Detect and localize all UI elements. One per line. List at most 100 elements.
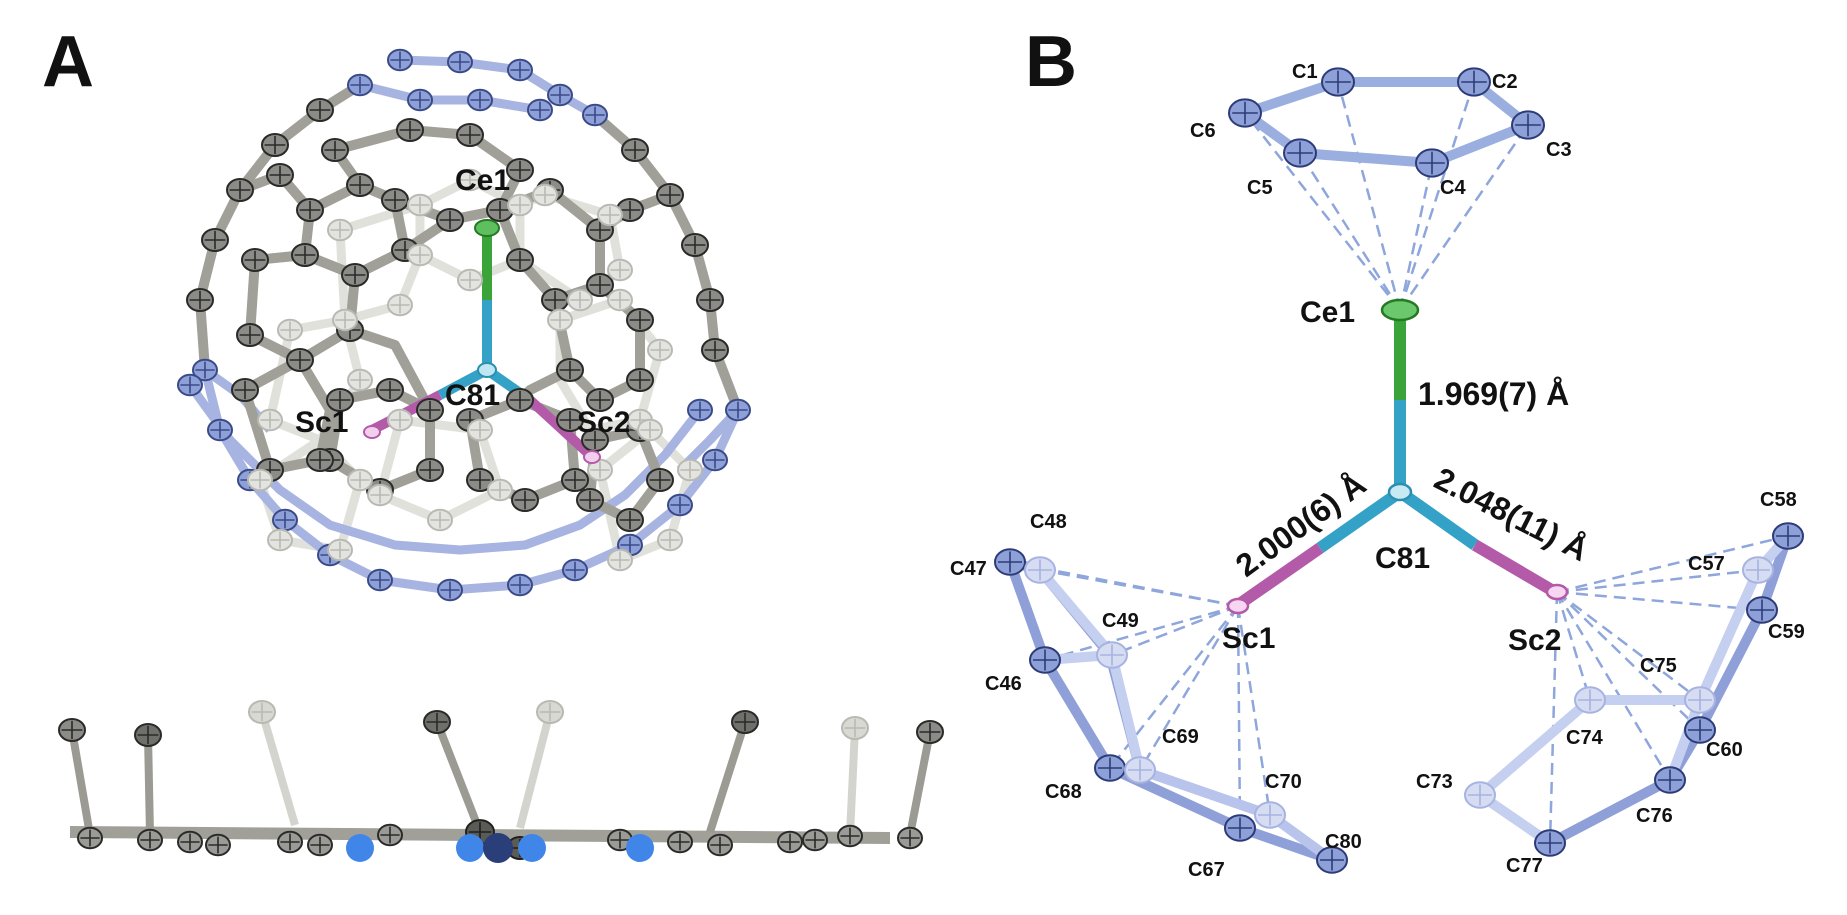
coordination-dash bbox=[1236, 605, 1272, 816]
label-c6: C6 bbox=[1190, 120, 1216, 142]
cage-atom-light bbox=[457, 268, 483, 292]
sc1-label-a: Sc1 bbox=[295, 406, 348, 439]
cage-atom-blue bbox=[347, 73, 373, 97]
cage-atom-dark bbox=[231, 377, 259, 403]
ring-top-atom bbox=[1228, 98, 1262, 128]
sc2-atom-b bbox=[1545, 583, 1569, 601]
cage-atom-blue bbox=[447, 50, 473, 74]
label-c74: C74 bbox=[1566, 727, 1604, 749]
cage-atom-dark bbox=[581, 427, 609, 453]
ring-atom bbox=[994, 548, 1026, 576]
ring-atom-light bbox=[1574, 686, 1606, 714]
coordination-dash bbox=[1556, 568, 1759, 594]
ring-atom-light bbox=[1742, 556, 1774, 584]
cage-atom-light bbox=[257, 408, 283, 432]
label-c80: C80 bbox=[1325, 831, 1362, 853]
cage-atom-dark bbox=[506, 387, 534, 413]
cage-atom-dark bbox=[556, 407, 584, 433]
cage-atom-light bbox=[387, 408, 413, 432]
cage-atom-blue bbox=[272, 508, 298, 532]
ring-atom bbox=[1654, 766, 1686, 794]
cage-atom-blue bbox=[687, 398, 713, 422]
side-top-atom bbox=[134, 722, 162, 748]
side-base-atom bbox=[707, 833, 733, 857]
label-c5: C5 bbox=[1247, 177, 1273, 199]
ring-top-atom bbox=[1511, 110, 1545, 140]
cage-atom-dark bbox=[226, 177, 254, 203]
sc2-atom-a bbox=[583, 450, 601, 464]
ce1-atom-a bbox=[474, 219, 500, 237]
ring-atom-light bbox=[1254, 801, 1286, 829]
label-c68: C68 bbox=[1045, 781, 1082, 803]
side-base-atom bbox=[277, 830, 303, 854]
side-base-atom bbox=[77, 826, 103, 850]
cage-atom-dark bbox=[286, 347, 314, 373]
cage-atom-dark bbox=[376, 377, 404, 403]
ring-atom bbox=[1746, 596, 1778, 624]
cage-atom-light bbox=[532, 183, 558, 207]
cage-atom-dark bbox=[326, 387, 354, 413]
cage-atom-light bbox=[657, 528, 683, 552]
side-top-atom bbox=[423, 709, 451, 735]
cage-atom-dark bbox=[616, 507, 644, 533]
ring-atom bbox=[1772, 522, 1804, 550]
coordination-dash bbox=[1039, 568, 1239, 608]
cage-atom-dark bbox=[466, 467, 494, 493]
cage-atom-dark bbox=[321, 137, 349, 163]
cage-atom-light bbox=[277, 318, 303, 342]
cage-atom-dark bbox=[626, 367, 654, 393]
ring-top-atom bbox=[1321, 67, 1355, 97]
cage-atom-blue bbox=[527, 98, 553, 122]
coordination-dash bbox=[1138, 605, 1240, 771]
coordination-dash bbox=[1398, 81, 1476, 311]
label-c69: C69 bbox=[1162, 726, 1199, 748]
cage-atom-light bbox=[457, 168, 483, 192]
coordination-dash bbox=[1556, 590, 1763, 612]
cage-atom-dark bbox=[201, 227, 229, 253]
cage-atom-light bbox=[427, 508, 453, 532]
cage-atom-blue bbox=[702, 448, 728, 472]
side-navy-atom bbox=[483, 833, 513, 863]
cage-atom-dark bbox=[701, 337, 729, 363]
cage-atom-dark bbox=[296, 197, 324, 223]
cage-atom-light bbox=[507, 193, 533, 217]
cage-atom-light bbox=[407, 193, 433, 217]
c81-atom-b bbox=[1387, 482, 1413, 502]
side-base-atom bbox=[607, 828, 633, 852]
cage-atom-blue bbox=[547, 83, 573, 107]
cage-atoms-a bbox=[177, 48, 751, 602]
ring-atom-light bbox=[1096, 641, 1128, 669]
cage-atom-dark bbox=[656, 182, 684, 208]
panel-b: B bbox=[950, 22, 1805, 881]
cage-atom-blue bbox=[387, 48, 413, 72]
side-blue-atom-1 bbox=[346, 834, 374, 862]
coordination-dash bbox=[1555, 591, 1672, 781]
coordination-dash bbox=[1548, 591, 1559, 844]
cage-atom-blue bbox=[207, 418, 233, 442]
coordination-dash bbox=[1298, 152, 1402, 311]
label-c4: C4 bbox=[1440, 177, 1466, 199]
cage-atom-dark bbox=[381, 187, 409, 213]
label-c73: C73 bbox=[1416, 771, 1453, 793]
label-c60: C60 bbox=[1706, 739, 1743, 761]
ring-top-atom bbox=[1283, 138, 1317, 168]
side-base-atom bbox=[667, 830, 693, 854]
cage-atom-dark bbox=[586, 387, 614, 413]
central-atoms-a bbox=[363, 219, 601, 464]
label-c47: C47 bbox=[950, 558, 987, 580]
cage-atom-light bbox=[567, 288, 593, 312]
cage-atom-light bbox=[607, 548, 633, 572]
ring-top-atom bbox=[1457, 67, 1491, 97]
cage-atom-light bbox=[677, 458, 703, 482]
coordination-dash bbox=[1044, 604, 1239, 662]
ce1-label-b: Ce1 bbox=[1300, 296, 1355, 329]
ce1-atom-b bbox=[1380, 298, 1420, 322]
coordination-dash bbox=[1244, 112, 1401, 311]
central-atoms-b bbox=[1226, 298, 1569, 615]
ring-atom-light bbox=[1464, 781, 1496, 809]
cage-atom-dark bbox=[561, 467, 589, 493]
cage-atom-dark bbox=[646, 467, 674, 493]
cage-atom-dark bbox=[266, 162, 294, 188]
